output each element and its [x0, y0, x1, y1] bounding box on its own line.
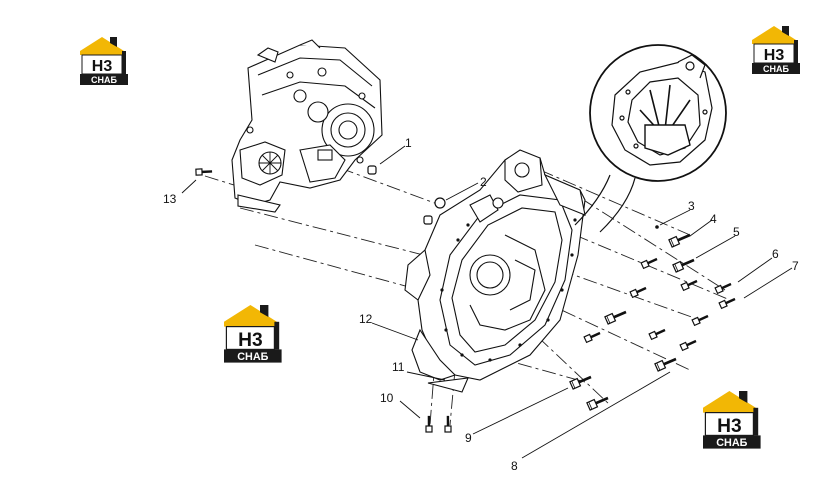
bolt-mid-4: [690, 314, 710, 327]
detail-view: [574, 44, 727, 233]
callout-labels: 1 2 3 4 5 6 7 8 9 10 11 12 13: [163, 136, 799, 473]
bolt-mid-2: [628, 286, 648, 299]
callout-10: 10: [380, 391, 394, 405]
svg-text:СНАБ: СНАБ: [716, 437, 747, 449]
dowel-pin-lower: [423, 215, 433, 225]
bolt-10a: [421, 414, 439, 436]
leader-lines: [181, 145, 793, 459]
callout-7: 7: [792, 259, 799, 273]
bolt-mid-6: [647, 328, 667, 341]
bolt-mid-8: [582, 331, 602, 344]
svg-text:H3: H3: [717, 416, 742, 437]
svg-text:СНАБ: СНАБ: [237, 351, 268, 363]
bolt-13: [192, 164, 214, 182]
callout-2: 2: [480, 175, 487, 189]
bolt-mid-3: [679, 279, 699, 292]
bolt-5: [671, 258, 696, 274]
alignment-lines: [204, 167, 731, 426]
watermark-logo-middle-left: H3 СНАБ: [223, 304, 283, 363]
svg-text:H3: H3: [238, 330, 263, 351]
watermark-logo-bottom-right: H3 СНАБ: [702, 390, 762, 449]
callout-6: 6: [772, 247, 779, 261]
bolt-10b: [440, 414, 458, 436]
bolt-9b: [585, 396, 610, 412]
dowel-pin-upper: [367, 165, 377, 175]
svg-text:H3: H3: [92, 58, 113, 75]
callout-3: 3: [688, 199, 695, 213]
bolt-7: [717, 297, 737, 310]
callout-12: 12: [359, 312, 373, 326]
svg-text:СНАБ: СНАБ: [763, 64, 789, 74]
washer-3: [655, 225, 659, 229]
callout-5: 5: [733, 225, 740, 239]
bolt-8: [653, 357, 678, 373]
bolt-4: [667, 233, 692, 249]
callout-8: 8: [511, 459, 518, 473]
callout-9: 9: [465, 431, 472, 445]
plug: [434, 197, 446, 209]
bolt-mid-7: [678, 339, 698, 352]
svg-text:СНАБ: СНАБ: [91, 75, 117, 85]
callout-11: 11: [392, 360, 405, 374]
callout-4: 4: [710, 212, 717, 226]
cover-plate: [427, 377, 469, 393]
svg-text:H3: H3: [764, 47, 785, 64]
bolt-mid-1: [639, 257, 659, 270]
gear-housing: [231, 39, 383, 213]
callout-13: 13: [163, 192, 177, 206]
callout-1: 1: [405, 136, 412, 150]
watermark-logo-top-right: H3 СНАБ: [751, 25, 801, 75]
watermark-logo-top-left: H3 СНАБ: [79, 36, 129, 86]
flywheel-housing: [404, 149, 586, 381]
bolt-mid-5: [603, 310, 628, 326]
